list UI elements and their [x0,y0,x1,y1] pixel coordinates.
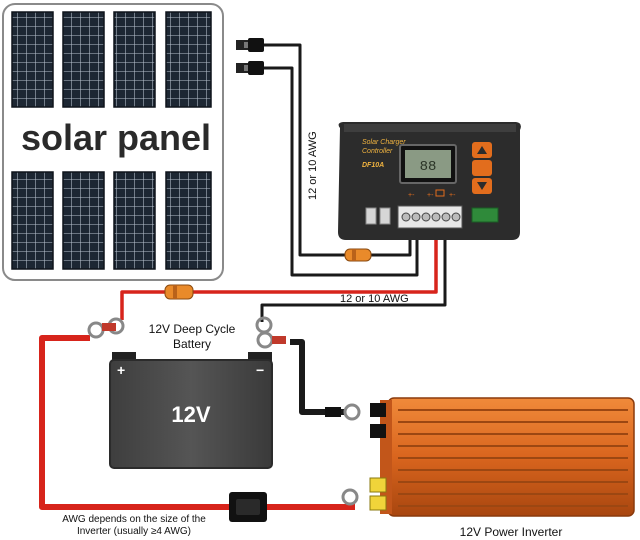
note-line1: AWG depends on the size of the [62,514,206,525]
panel-wire-gauge-label: 12 or 10 AWG [307,131,319,200]
battery-symbol-icon [435,189,445,197]
usb-ports [365,207,391,225]
arrow-up-icon[interactable] [477,146,487,154]
terminal-icon-battery: +- [427,192,434,199]
inline-fuse-panel [344,248,372,262]
battery-plus-sign: + [117,362,125,378]
ring-sleeve-black [325,407,341,417]
wires [39,43,447,510]
controller-terminal-icons: +- +- +- [408,189,456,199]
note-line2: Inverter (usually ≥4 AWG) [77,526,191,537]
mc4-connector-top [236,38,264,52]
controller-battery-negative-wire [260,228,447,322]
inverter-terminals [369,403,387,511]
terminal-icon-pv: +- [408,192,415,199]
controller-brand-line1: Solar Charger [362,139,406,146]
controller-buttons [472,142,492,194]
charge-controller: Solar Charger Controller DF10A 88 +- +- … [338,122,521,240]
panel-lead-top [262,43,350,257]
solar-panel-label: solar panel [21,117,211,158]
ring-sleeve-red-2 [272,336,286,344]
inverter-fuse-holder [229,492,267,522]
battery-wire-gauge-label: 12 or 10 AWG [340,293,409,305]
panel-cells-top [11,11,212,108]
panel-cells-bottom [11,171,212,270]
battery-voltage: 12V [171,402,210,427]
terminal-block [397,205,463,229]
mc4-connector-bottom [236,61,264,75]
inline-fuse-battery [164,284,194,300]
arrow-down-icon[interactable] [477,182,487,190]
ring-sleeve-red [102,323,116,331]
battery-minus-sign: − [256,362,264,378]
battery-inverter-positive-wire [39,335,355,510]
controller-brand-line2: Controller [362,148,393,155]
inverter-label: 12V Power Inverter [460,525,563,539]
panel-lead-bottom [262,66,419,277]
battery-title-line1: 12V Deep Cycle [149,322,236,336]
battery: + − 12V [109,352,273,469]
battery-title-line2: Battery [173,337,211,351]
power-inverter [369,397,635,517]
temperature-sensor-port [471,207,499,223]
solar-panel: solar panel [2,3,224,281]
controller-lcd-digits: 88 [420,159,437,175]
controller-battery-positive-wire [120,228,438,320]
battery-inverter-negative-wire [290,339,345,415]
controller-model: DF10A [362,162,384,169]
terminal-icon-load: +- [449,192,456,199]
